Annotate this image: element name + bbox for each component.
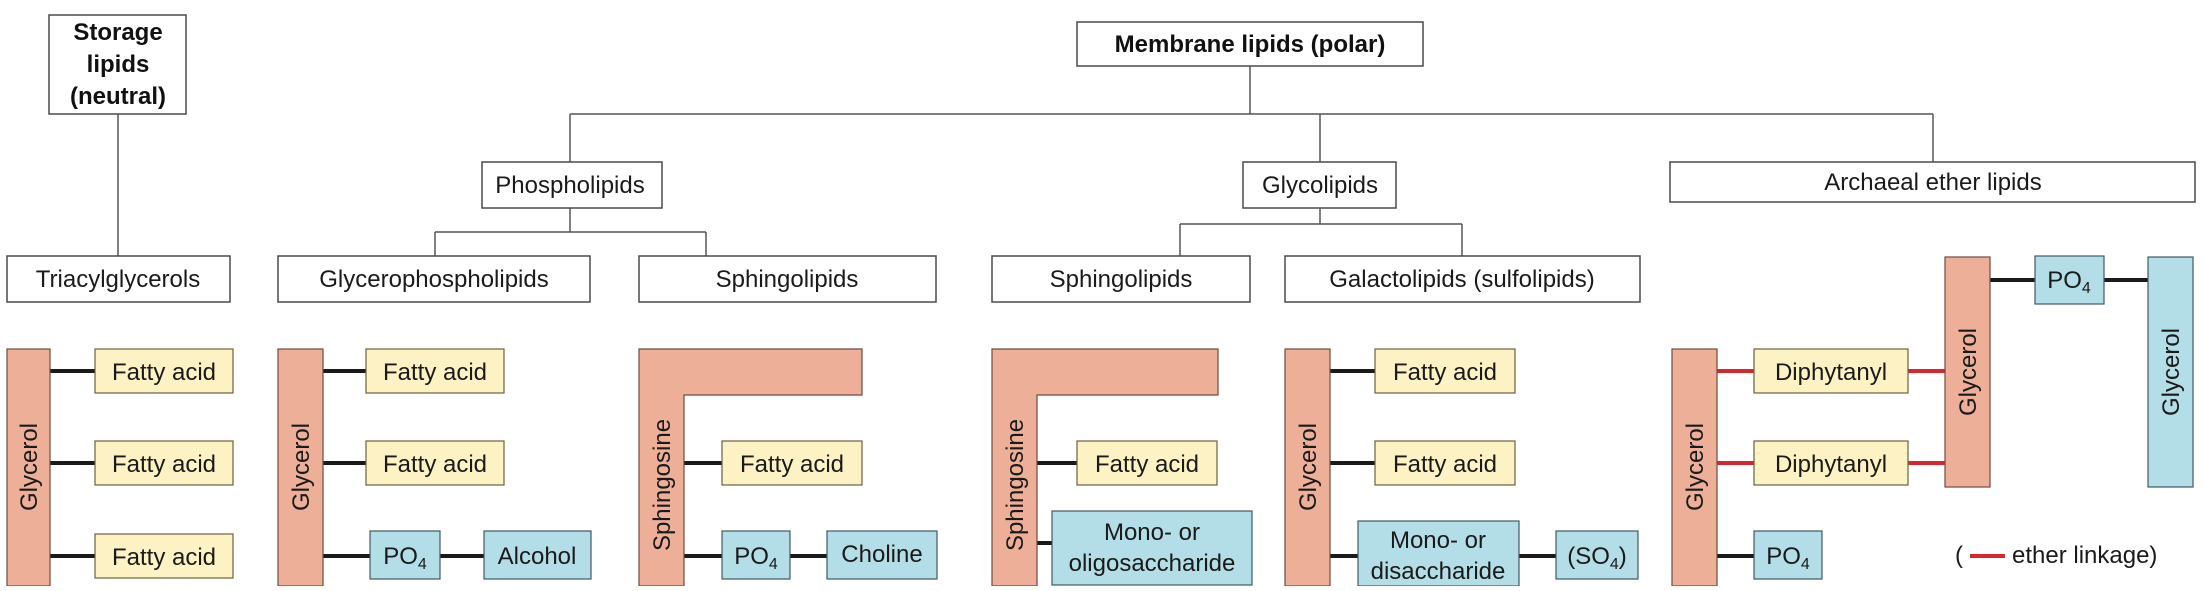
membrane-lipids-header: Membrane lipids (polar) [1076,21,1424,67]
galactolipids-box: Galactolipids (sulfolipids) [1284,255,1641,303]
glycerol-head-group [2147,256,2194,488]
sphingophospholipid-structure: Sphingosine Fatty acid PO4 Choline [638,348,938,587]
legend-open-paren: ( [1955,542,1963,569]
fatty-acid [94,348,234,394]
phospholipids-box: Phospholipids [481,161,663,209]
glycerol-label: Glycerol [1955,328,1982,416]
glycerol-label: Glycerol [1682,423,1709,511]
fatty-acid-label: Fatty acid [383,451,487,478]
sphingolipids-glyco-box: Sphingolipids [991,255,1251,303]
glycerol-label: Glycerol [288,423,315,511]
galactolipids-label: Galactolipids (sulfolipids) [1329,266,1594,293]
fatty-acid-label: Fatty acid [1393,451,1497,478]
sphingolipids-phospho-box: Sphingolipids [638,255,937,303]
diphytanyl-label: Diphytanyl [1775,359,1887,386]
glycosphingolipid-structure: Sphingosine Fatty acid Mono- or oligosac… [991,348,1253,587]
fatty-acid-label: Fatty acid [112,451,216,478]
fatty-acid-label: Fatty acid [112,359,216,386]
sphingolipids-glyco-label: Sphingolipids [1050,266,1193,293]
phosphate-group [369,530,441,580]
storage-lipids-line-3: (neutral) [70,83,166,110]
glycolipids-label: Glycolipids [1262,172,1378,199]
disaccharide-head-group [1357,520,1520,587]
storage-lipids-line-1: Storage [73,19,162,46]
glycolipids-box: Glycolipids [1242,161,1397,209]
phosphate-label: PO4 [734,543,778,573]
fatty-acid-label: Fatty acid [112,544,216,571]
oligosaccharide-head-group [1051,510,1253,586]
triacylglycerol-structure: Glycerol Fatty acid Fatty acid Fatty aci… [6,348,234,587]
mono-oligo-line-2: oligosaccharide [1069,550,1236,577]
ether-linkage-legend: ( ether linkage) [1955,542,2157,569]
storage-lipids-header: Storage lipids (neutral) [48,14,187,115]
archaeal-ether-lipids-box: Archaeal ether lipids [1669,161,2196,203]
phosphate-group [1753,530,1823,580]
mono-di-line-2: disaccharide [1371,558,1506,585]
phosphate-label: PO4 [2047,267,2091,297]
glycerol-label: Glycerol [1295,423,1322,511]
alcohol-head-group [483,530,592,580]
sulfate-label: (SO4) [1567,543,1627,573]
phosphate-label: PO4 [383,543,427,573]
fatty-acid [94,440,234,486]
fatty-acid [1076,440,1218,486]
diphytanyl-chain [1753,440,1909,486]
mono-di-line-1: Mono- or [1390,527,1486,554]
glycerol-label: Glycerol [16,423,43,511]
fatty-acid-label: Fatty acid [740,451,844,478]
fatty-acid-label: Fatty acid [1095,451,1199,478]
glycerol-backbone [277,348,324,587]
glycerol-backbone [1944,256,1991,488]
fatty-acid [365,440,505,486]
glycerol-backbone [6,348,51,587]
membrane-lipids-label: Membrane lipids (polar) [1115,31,1386,58]
triacylglycerols-label: Triacylglycerols [36,266,200,293]
diphytanyl-chain [1753,348,1909,394]
archaeal-ether-lipid-structure: Glycerol Diphytanyl Diphytanyl Glycerol … [1671,255,2194,587]
choline-label: Choline [841,541,922,568]
glycerol-backbone [1284,348,1331,587]
sulfate-group [1555,530,1639,580]
phosphate-label: PO4 [1766,543,1810,573]
fatty-acid [1374,440,1516,486]
glycerophospholipid-structure: Glycerol Fatty acid Fatty acid PO4 Alcoh… [277,348,592,587]
fatty-acid [721,440,863,486]
triacylglycerols-box: Triacylglycerols [6,255,231,303]
fatty-acid [365,348,505,394]
sphingosine-label: Sphingosine [649,419,676,551]
legend-label: ether linkage) [2012,542,2157,569]
sphingolipids-phospho-label: Sphingolipids [716,266,859,293]
phosphate-group [2034,255,2105,305]
choline-head-group [826,530,938,580]
connector-lines [117,65,1934,256]
diphytanyl-label: Diphytanyl [1775,451,1887,478]
glycerophospholipids-box: Glycerophospholipids [277,255,591,303]
galactolipid-structure: Glycerol Fatty acid Fatty acid Mono- or … [1284,348,1639,587]
phosphate-group [721,530,791,580]
glycerophospholipids-label: Glycerophospholipids [319,266,548,293]
alcohol-label: Alcohol [498,543,577,570]
phospholipids-label: Phospholipids [495,172,644,199]
fatty-acid-label: Fatty acid [383,359,487,386]
mono-oligo-line-1: Mono- or [1104,519,1200,546]
fatty-acid [1374,348,1516,394]
storage-lipids-line-2: lipids [87,51,150,78]
fatty-acid [94,533,234,579]
sphingosine-label: Sphingosine [1002,419,1029,551]
fatty-acid-label: Fatty acid [1393,359,1497,386]
glycerol-label: Glycerol [2158,328,2185,416]
archaeal-ether-lipids-label: Archaeal ether lipids [1824,169,2041,196]
